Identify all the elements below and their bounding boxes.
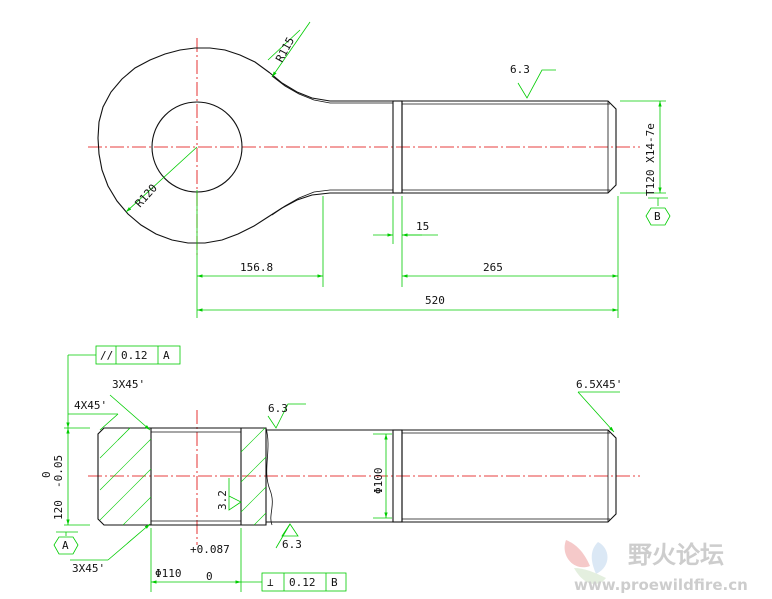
roughness-symbol-bottom: 6.3 — [275, 523, 302, 551]
svg-text://: // — [100, 349, 113, 362]
chamfer-4x45: 4X45' — [74, 399, 107, 412]
eye-outline — [97, 47, 393, 244]
svg-text:B: B — [654, 210, 661, 223]
svg-text:6.3: 6.3 — [268, 402, 288, 415]
svg-text:6.3: 6.3 — [282, 538, 302, 551]
bore-diameter: Φ110 — [155, 567, 182, 580]
shank-diameter: Φ100 — [372, 468, 385, 495]
chamfer-3x45-bottom: 3X45' — [72, 562, 105, 575]
watermark-title: 野火论坛 — [628, 541, 724, 569]
parallelism-frame: // 0.12 A — [66, 345, 181, 428]
top-view: R115 R120 6.3 15 156.8 265 520 — [88, 21, 671, 318]
datum-b-symbol: B — [645, 197, 671, 226]
eye-to-neck-dim: 156.8 — [240, 261, 273, 274]
undercut-width: 15 — [416, 220, 429, 233]
watermark: 野火论坛 www.proewildfire.cn — [564, 540, 748, 594]
svg-text:A: A — [163, 349, 170, 362]
svg-text:B: B — [331, 576, 338, 589]
svg-text:0.12: 0.12 — [121, 349, 148, 362]
height-tol-lower: -0.05 — [52, 455, 65, 488]
svg-text:6.3: 6.3 — [510, 63, 530, 76]
svg-text:0.12: 0.12 — [289, 576, 316, 589]
perpendicularity-frame: ⊥ 0.12 B — [241, 572, 347, 592]
chamfer-thread: 6.5X45' — [576, 378, 622, 391]
chamfer-3x45-top: 3X45' — [112, 378, 145, 391]
eye-outline-upper — [269, 72, 393, 102]
roughness-symbol-top-section: 6.3 — [267, 402, 306, 429]
thread-length-dim: 265 — [483, 261, 503, 274]
bore-tol-upper: +0.087 — [190, 543, 230, 556]
roughness-symbol-bore: 3.2 — [216, 478, 242, 511]
height-dim: 120 — [52, 500, 65, 520]
radius-inner-label: R120 — [133, 182, 160, 210]
bottom-view: Φ100 // 0.12 A 4X45' 3X45' 3X45' 6.5X45'… — [40, 345, 640, 592]
svg-text:3.2: 3.2 — [216, 490, 229, 510]
svg-text:A: A — [62, 539, 69, 552]
svg-text:⊥: ⊥ — [267, 576, 274, 589]
bore-tol-lower: 0 — [206, 570, 213, 583]
datum-a-symbol: A — [53, 531, 79, 555]
overall-length-dim: 520 — [425, 294, 445, 307]
hatch-left — [99, 427, 152, 526]
radius-outer-label: R115 — [273, 35, 297, 65]
height-tol-upper: 0 — [40, 471, 53, 478]
hatch-right — [240, 427, 267, 526]
roughness-symbol-top: 6.3 — [510, 63, 556, 99]
thread-spec-label: T120 X14-7e — [644, 123, 657, 196]
watermark-url: www.proewildfire.cn — [574, 576, 748, 594]
butterfly-logo — [564, 540, 608, 584]
